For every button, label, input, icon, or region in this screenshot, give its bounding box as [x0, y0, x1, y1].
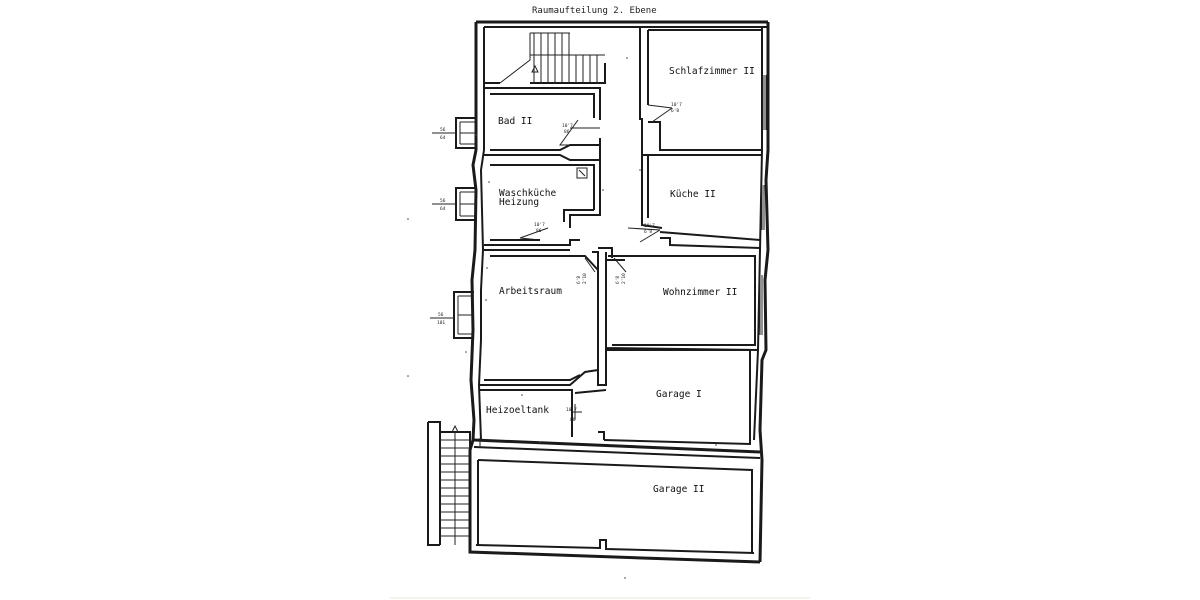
window-mark-bad-top: 56	[440, 127, 446, 133]
scan-specks	[407, 57, 717, 579]
door-mark-wohnzimmer-b: 2'10	[621, 273, 627, 284]
right-windows	[759, 75, 767, 335]
label-heizung: Heizung	[499, 197, 539, 208]
room-arbeitsraum	[480, 249, 599, 386]
window-mark-arbeitsraum-bottom: 101	[437, 320, 445, 326]
window-bay-waschkueche: 56 64	[432, 187, 476, 221]
room-kueche-ii: 10'7 6'8	[627, 155, 761, 249]
window-mark-bad-bottom: 64	[440, 135, 446, 141]
hall-walls: 6'8 2'10 6'8 2'10	[576, 247, 627, 386]
external-stairs	[427, 421, 471, 546]
door-mark-waschkueche-bottom: 86	[536, 228, 542, 234]
room-labels: Schlafzimmer II Bad II Küche II Waschküc…	[486, 66, 755, 495]
label-wohnzimmer-ii: Wohnzimmer II	[663, 287, 737, 298]
door-mark-waschkueche-top: 10'7	[534, 222, 545, 228]
window-bay-bad: 56 64	[432, 117, 476, 149]
stairwell-upper	[484, 27, 641, 120]
outer-walls	[468, 20, 770, 564]
door-mark-kueche-bottom: 6'8	[644, 229, 652, 235]
room-schlafzimmer-ii: 10'7 6'8	[641, 29, 762, 156]
plan-title: Raumaufteilung 2. Ebene	[532, 6, 657, 16]
door-mark-bad-top: 10'7	[562, 123, 573, 129]
room-garage-ii	[477, 459, 753, 552]
label-garage-ii: Garage II	[653, 484, 704, 495]
window-bay-arbeitsraum: 56 101	[430, 291, 474, 339]
label-garage-i: Garage I	[656, 389, 702, 400]
door-mark-heizoeltank-top: 10'7	[566, 407, 577, 413]
door-mark-bad-bottom: 86	[564, 129, 570, 135]
room-garage-i	[574, 349, 751, 446]
label-bad-ii: Bad II	[498, 116, 532, 127]
label-waschkueche: Waschküche	[499, 188, 556, 199]
door-mark-wohnzimmer-a: 6'8	[615, 276, 621, 284]
door-mark-heizoeltank-bottom: 86	[570, 417, 576, 423]
room-heizoeltank: 10'7 86	[480, 389, 582, 437]
label-arbeitsraum: Arbeitsraum	[499, 286, 562, 297]
window-mark-arbeitsraum-top: 56	[438, 312, 444, 318]
door-mark-kueche-top: 10'7	[644, 223, 655, 229]
label-heizoeltank: Heizoeltank	[486, 405, 549, 416]
door-mark-arbeitsraum-b: 2'10	[582, 273, 588, 284]
label-kueche-ii: Küche II	[670, 189, 716, 200]
door-mark-schlafzimmer-top: 10'7	[671, 102, 682, 108]
window-mark-waschkueche-bottom: 64	[440, 206, 446, 212]
window-mark-waschkueche-top: 56	[440, 198, 446, 204]
room-waschkueche-heizung: 10'7 86	[484, 145, 601, 246]
garage-divider-wall	[473, 438, 761, 459]
room-bad-ii: 10'7 86	[484, 87, 601, 161]
label-schlafzimmer-ii: Schlafzimmer II	[669, 66, 755, 77]
door-mark-arbeitsraum-a: 6'8	[576, 276, 582, 284]
door-mark-schlafzimmer-bottom: 6'8	[671, 108, 679, 114]
room-wohnzimmer-ii	[605, 255, 759, 351]
